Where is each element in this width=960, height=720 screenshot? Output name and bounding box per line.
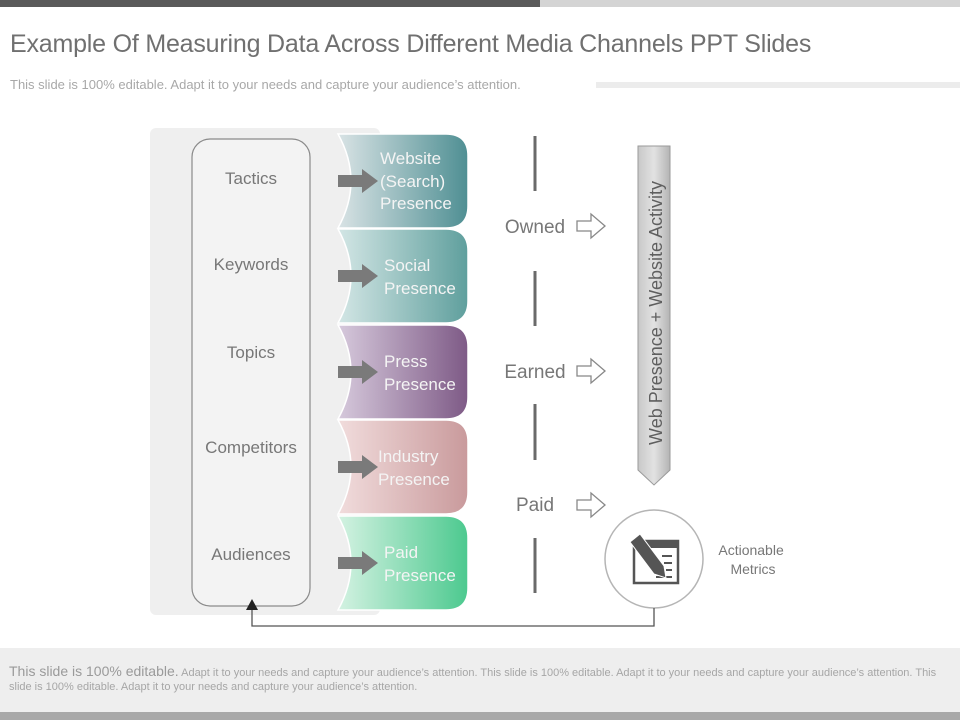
hollow-arrow-right-icon [576, 491, 606, 519]
left-item-competitors: Competitors [205, 438, 297, 457]
page-subtitle: This slide is 100% editable. Adapt it to… [10, 77, 521, 92]
pencil-document-icon [629, 533, 680, 585]
top-accent-bar-light [540, 0, 960, 7]
page-title: Example Of Measuring Data Across Differe… [10, 30, 812, 58]
left-item-topics: Topics [227, 343, 275, 362]
channel-label-social: Social Presence [384, 256, 456, 298]
bottom-accent-bar [0, 712, 960, 720]
footer-band [0, 648, 960, 712]
media-type-paid: Paid [516, 495, 554, 516]
arrow-right-icon [338, 455, 378, 479]
footer-lead: This slide is 100% editable. [9, 663, 179, 679]
left-item-keywords: Keywords [214, 255, 289, 274]
connector-arrows [338, 169, 378, 575]
channel-label-press: Press Presence [384, 352, 456, 394]
arrow-right-icon [338, 264, 378, 288]
media-type-earned: Earned [504, 362, 565, 383]
channel-label-industry: Industry Presence [378, 447, 450, 489]
media-type-owned: Owned [505, 217, 565, 238]
arrow-right-icon [338, 551, 378, 575]
top-accent-bar-dark [0, 0, 540, 7]
channel-label-website: Website (Search) Presence [380, 149, 452, 213]
hollow-arrow-right-icon [576, 212, 606, 240]
left-item-tactics: Tactics [225, 169, 277, 188]
left-item-audiences: Audiences [211, 545, 290, 564]
hollow-arrow-right-icon [576, 357, 606, 385]
footer-body: Adapt it to your needs and capture your … [9, 667, 937, 693]
left-items-box [191, 138, 311, 607]
arrow-right-icon [338, 169, 378, 193]
web-presence-banner-label: Web Presence + Website Activity [646, 181, 666, 445]
web-presence-banner [637, 145, 671, 486]
subtitle-rule [596, 82, 960, 88]
arrow-up-icon [246, 599, 258, 610]
footer-text: This slide is 100% editable. Adapt it to… [9, 664, 939, 694]
hollow-arrows [576, 212, 606, 519]
arrow-right-icon [338, 360, 378, 384]
feedback-connector [251, 606, 655, 627]
metrics-label: Actionable Metrics [718, 542, 787, 577]
channel-label-paid: Paid Presence [384, 543, 456, 585]
